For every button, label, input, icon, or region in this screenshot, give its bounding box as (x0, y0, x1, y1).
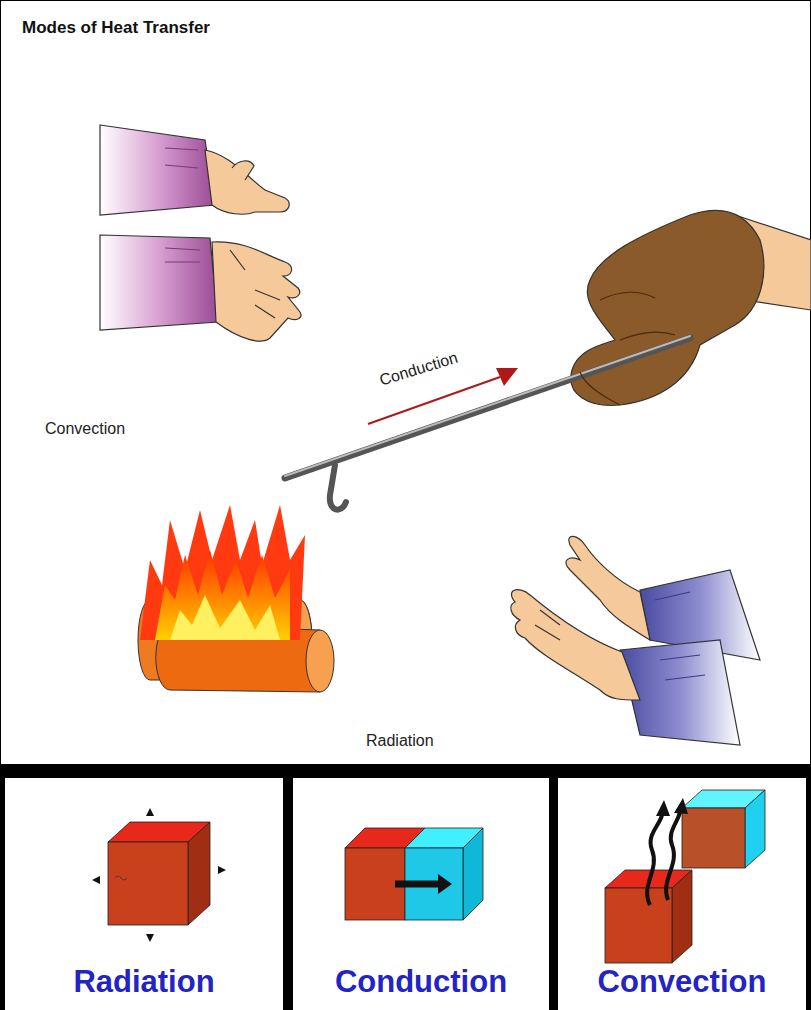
diagram-title: Modes of Heat Transfer (22, 18, 210, 38)
panel-ground (5, 778, 283, 1010)
mode-name: Conduction (335, 964, 507, 1000)
hands-convection (100, 125, 301, 341)
panel-ground (293, 778, 549, 1010)
conduction-cubes (345, 828, 483, 920)
gloved-hand-poker (285, 210, 811, 509)
mode-label: Convection (45, 420, 125, 438)
radiation-cube (92, 808, 226, 942)
panel-band (0, 765, 811, 1010)
hands-radiation (511, 536, 760, 745)
mode-label: Radiation (366, 732, 434, 750)
mode-panel: Conduction (293, 778, 549, 1010)
mode-name: Radiation (73, 964, 214, 1000)
frame (1, 1, 811, 765)
mode-name: Convection (598, 964, 767, 1000)
convection-cubes (605, 790, 765, 963)
fire (138, 505, 334, 692)
panel-ground (558, 778, 806, 1010)
mode-panel: Convection (558, 778, 806, 1010)
mode-panel: Radiation (5, 778, 283, 1010)
